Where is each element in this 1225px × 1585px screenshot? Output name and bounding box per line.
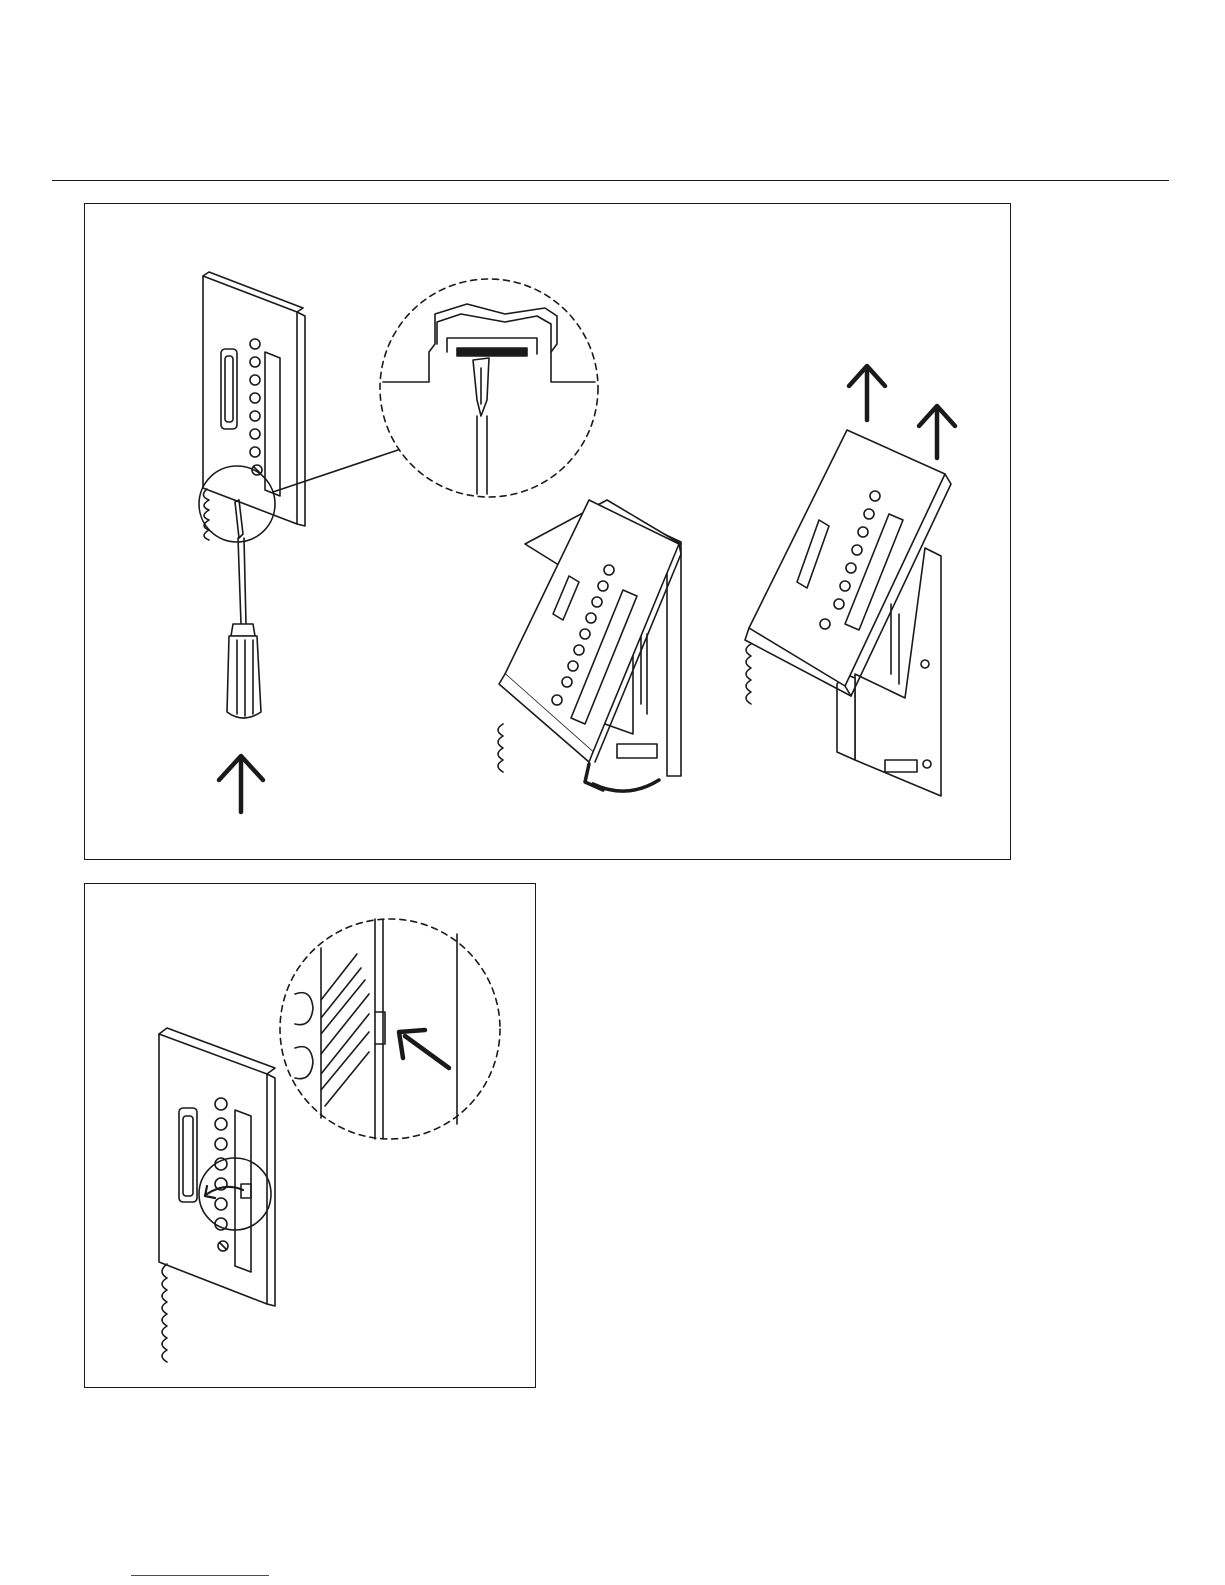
detail-magnifier-icon xyxy=(280,919,500,1139)
up-arrow-icon xyxy=(919,406,955,458)
figure-panel-switch xyxy=(84,883,536,1388)
thermostat-device-icon xyxy=(203,272,305,540)
curved-arrow-icon xyxy=(585,764,659,791)
header-rule xyxy=(52,180,1169,181)
up-arrow-icon xyxy=(219,756,263,812)
footer-link-underline[interactable] xyxy=(131,1575,269,1576)
thermostat-device-icon xyxy=(745,430,951,796)
thermostat-device-icon xyxy=(498,500,681,776)
figure-panel-removal xyxy=(84,203,1011,860)
thermostat-device-icon xyxy=(159,1028,275,1362)
up-arrow-icon xyxy=(849,366,885,420)
screwdriver-icon xyxy=(227,500,261,718)
diagonal-arrow-icon xyxy=(399,1030,449,1068)
detail-magnifier-icon xyxy=(380,279,598,497)
